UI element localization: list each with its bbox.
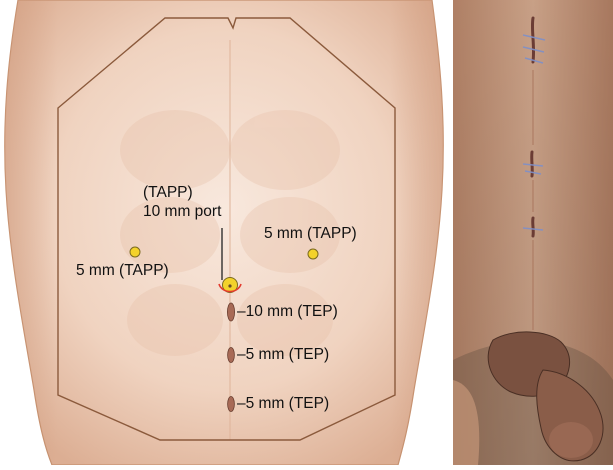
port-5mm-tep-upper — [228, 348, 235, 363]
port-10mm-tep — [227, 303, 234, 321]
abdomen-photo-icon — [453, 0, 613, 465]
label-tapp-left: 5 mm (TAPP) — [76, 262, 169, 280]
label-tapp-umbilical-line2: 10 mm port — [143, 203, 221, 221]
port-5mm-tapp-right — [308, 249, 318, 259]
label-tep-5mm-upper: –5 mm (TEP) — [237, 346, 329, 364]
label-tep-10mm: –10 mm (TEP) — [237, 303, 338, 321]
port-5mm-tapp-left — [130, 247, 140, 257]
label-tapp-right: 5 mm (TAPP) — [264, 225, 357, 243]
port-5mm-tep-lower — [228, 397, 235, 412]
label-tep-5mm-lower: –5 mm (TEP) — [237, 395, 329, 413]
postoperative-photo — [453, 0, 613, 465]
label-tapp-umbilical-line1: (TAPP) — [143, 184, 193, 202]
abdomen-illustration: (TAPP) 10 mm port 5 mm (TAPP) 5 mm (TAPP… — [0, 0, 450, 465]
abdomen-illustration-icon — [0, 0, 450, 465]
